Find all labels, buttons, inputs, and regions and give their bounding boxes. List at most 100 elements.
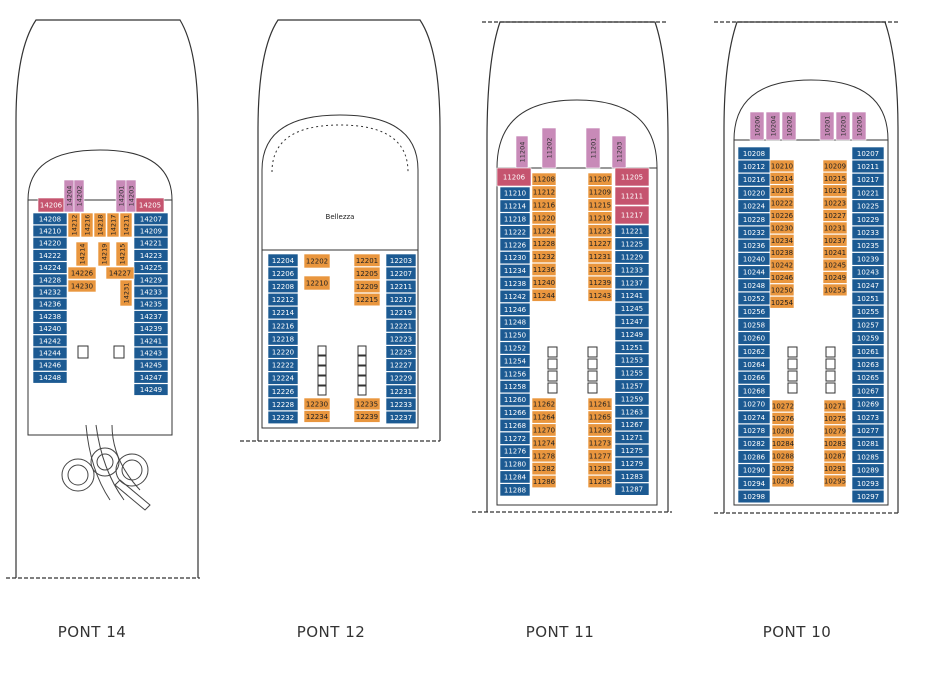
- cabin-10236[interactable]: 10236: [737, 239, 771, 253]
- cabin-12201[interactable]: 12201: [353, 253, 381, 267]
- cabin-10229[interactable]: 10229: [851, 212, 885, 226]
- cabin-10259[interactable]: 10259: [851, 331, 885, 345]
- cabin-12208[interactable]: 12208: [267, 279, 299, 294]
- cabin-14229[interactable]: 14229: [133, 273, 169, 286]
- cabin-11245[interactable]: 11245: [614, 302, 650, 315]
- cabin-14220[interactable]: 14220: [32, 237, 68, 250]
- cabin-14224[interactable]: 14224: [32, 261, 68, 274]
- cabin-10215[interactable]: 10215: [822, 172, 848, 185]
- cabin-10272[interactable]: 10272: [771, 399, 795, 413]
- cabin-11253[interactable]: 11253: [614, 353, 650, 367]
- cabin-14219[interactable]: 14219: [97, 241, 111, 267]
- cabin-11206[interactable]: 11206: [496, 167, 532, 187]
- cabin-14217[interactable]: 14217: [106, 212, 120, 238]
- cabin-11266[interactable]: 11266: [499, 405, 531, 419]
- cabin-11249[interactable]: 11249: [614, 327, 650, 341]
- cabin-11220[interactable]: 11220: [531, 211, 557, 225]
- cabin-10244[interactable]: 10244: [737, 265, 771, 279]
- cabin-14212[interactable]: 14212: [67, 212, 81, 238]
- cabin-10298[interactable]: 10298: [737, 489, 771, 504]
- cabin-11229[interactable]: 11229: [614, 250, 650, 264]
- cabin-10266[interactable]: 10266: [737, 371, 771, 385]
- cabin-10238[interactable]: 10238: [769, 246, 795, 259]
- cabin-14232[interactable]: 14232: [32, 285, 68, 299]
- cabin-11241[interactable]: 11241: [614, 289, 650, 303]
- cabin-11257[interactable]: 11257: [614, 379, 650, 393]
- cabin-10262[interactable]: 10262: [737, 344, 771, 358]
- cabin-11281[interactable]: 11281: [587, 462, 613, 476]
- cabin-14202[interactable]: 14202: [73, 179, 85, 213]
- cabin-12221[interactable]: 12221: [385, 319, 417, 333]
- cabin-12212[interactable]: 12212: [267, 292, 299, 307]
- cabin-11243[interactable]: 11243: [587, 288, 613, 302]
- cabin-11278[interactable]: 11278: [531, 449, 557, 463]
- cabin-14221[interactable]: 14221: [133, 237, 169, 250]
- cabin-14225[interactable]: 14225: [133, 261, 169, 274]
- cabin-11261[interactable]: 11261: [587, 397, 613, 411]
- cabin-10237[interactable]: 10237: [822, 234, 848, 247]
- cabin-14222[interactable]: 14222: [32, 249, 68, 262]
- cabin-12216[interactable]: 12216: [267, 319, 299, 333]
- cabin-11212[interactable]: 11212: [531, 185, 557, 199]
- cabin-11211[interactable]: 11211: [614, 186, 650, 206]
- cabin-10226[interactable]: 10226: [769, 209, 795, 222]
- cabin-11282[interactable]: 11282: [531, 462, 557, 476]
- cabin-11207[interactable]: 11207: [587, 172, 613, 186]
- cabin-11223[interactable]: 11223: [587, 224, 613, 238]
- cabin-12205[interactable]: 12205: [353, 266, 381, 280]
- cabin-11265[interactable]: 11265: [587, 410, 613, 424]
- cabin-11216[interactable]: 11216: [531, 198, 557, 212]
- cabin-12203[interactable]: 12203: [385, 253, 417, 267]
- cabin-14249[interactable]: 14249: [133, 383, 169, 396]
- cabin-10271[interactable]: 10271: [823, 399, 847, 413]
- cabin-10249[interactable]: 10249: [822, 271, 848, 284]
- cabin-10235[interactable]: 10235: [851, 239, 885, 253]
- cabin-10206[interactable]: 10206: [749, 111, 765, 141]
- cabin-11273[interactable]: 11273: [587, 436, 613, 450]
- cabin-11227[interactable]: 11227: [587, 237, 613, 251]
- cabin-12226[interactable]: 12226: [267, 384, 299, 398]
- cabin-12214[interactable]: 12214: [267, 306, 299, 320]
- cabin-12230[interactable]: 12230: [303, 397, 331, 411]
- cabin-12210[interactable]: 12210: [303, 275, 331, 291]
- deck-label-12[interactable]: PONT 12: [296, 623, 366, 641]
- cabin-11238[interactable]: 11238: [499, 276, 531, 290]
- cabin-11279[interactable]: 11279: [614, 456, 650, 470]
- cabin-10207[interactable]: 10207: [851, 146, 885, 160]
- cabin-11226[interactable]: 11226: [499, 238, 531, 252]
- cabin-14203[interactable]: 14203: [125, 179, 137, 213]
- cabin-11258[interactable]: 11258: [499, 380, 531, 394]
- cabin-10276[interactable]: 10276: [771, 412, 795, 425]
- cabin-11205[interactable]: 11205: [614, 167, 650, 187]
- cabin-10245[interactable]: 10245: [822, 258, 848, 272]
- cabin-10292[interactable]: 10292: [771, 462, 795, 475]
- cabin-14235[interactable]: 14235: [133, 298, 169, 311]
- cabin-10243[interactable]: 10243: [851, 265, 885, 279]
- cabin-10294[interactable]: 10294: [737, 476, 771, 490]
- cabin-14215[interactable]: 14215: [115, 241, 129, 267]
- cabin-12239[interactable]: 12239: [353, 410, 381, 423]
- cabin-11242[interactable]: 11242: [499, 289, 531, 303]
- cabin-12237[interactable]: 12237: [385, 410, 417, 425]
- cabin-10218[interactable]: 10218: [769, 184, 795, 197]
- cabin-10268[interactable]: 10268: [737, 384, 771, 398]
- cabin-11271[interactable]: 11271: [614, 431, 650, 444]
- cabin-10255[interactable]: 10255: [851, 305, 885, 319]
- cabin-11277[interactable]: 11277: [587, 449, 613, 463]
- cabin-10284[interactable]: 10284: [771, 437, 795, 450]
- cabin-10264[interactable]: 10264: [737, 357, 771, 372]
- cabin-10281[interactable]: 10281: [851, 437, 885, 451]
- cabin-10270[interactable]: 10270: [737, 397, 771, 411]
- cabin-11272[interactable]: 11272: [499, 431, 531, 445]
- cabin-11218[interactable]: 11218: [499, 212, 531, 226]
- cabin-11285[interactable]: 11285: [587, 475, 613, 488]
- cabin-14241[interactable]: 14241: [133, 334, 169, 347]
- cabin-10278[interactable]: 10278: [737, 423, 771, 438]
- cabin-11201[interactable]: 11201: [585, 127, 601, 169]
- cabin-11232[interactable]: 11232: [531, 250, 557, 263]
- cabin-10279[interactable]: 10279: [823, 424, 847, 438]
- cabin-14223[interactable]: 14223: [133, 249, 169, 262]
- cabin-11236[interactable]: 11236: [531, 262, 557, 276]
- cabin-11275[interactable]: 11275: [614, 443, 650, 457]
- cabin-10261[interactable]: 10261: [851, 344, 885, 358]
